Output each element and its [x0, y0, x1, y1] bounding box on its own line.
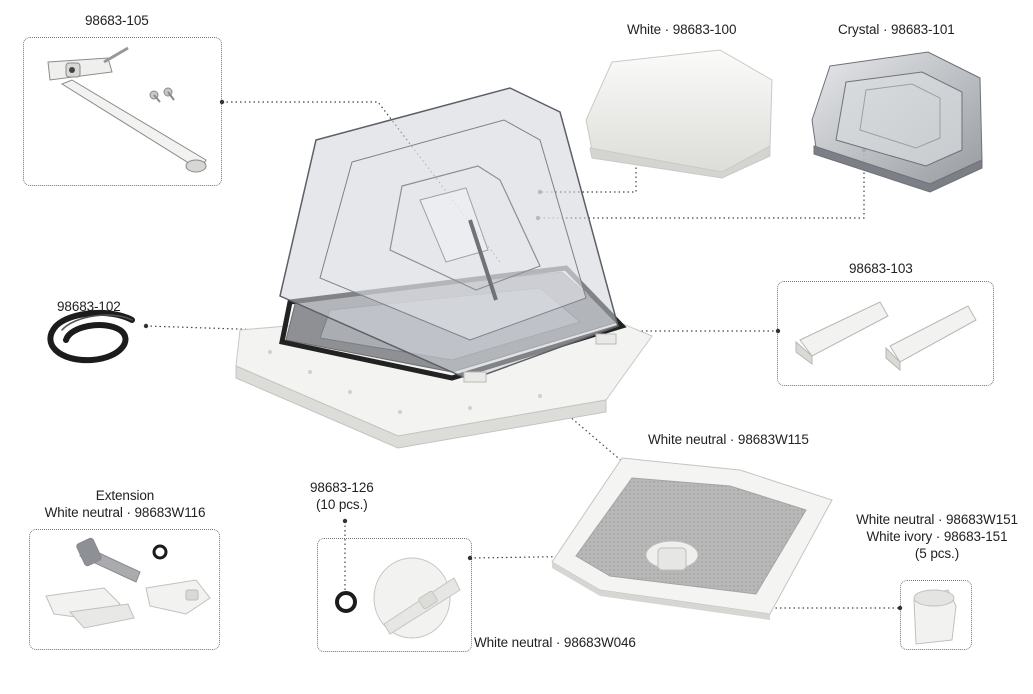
arm-part: [47, 46, 207, 173]
cap-label-line2: White ivory · 98683-151: [866, 529, 1008, 544]
washer-part: [335, 591, 357, 613]
arm-box: [23, 37, 222, 186]
frame-label: White neutral · 98683W115: [648, 432, 809, 447]
extension-label-line1: Extension: [95, 488, 155, 503]
gasket-part: [47, 309, 135, 364]
cap-label-line1: White neutral · 98683W151: [856, 512, 1018, 527]
clips-part: [795, 301, 977, 372]
clips-label: 98683-103: [849, 261, 913, 276]
leader-frame: [547, 397, 625, 464]
cap-part: [913, 589, 957, 645]
cap-box: [900, 580, 972, 650]
white-cover-label: White · 98683-100: [627, 22, 737, 37]
crystal-cover: [811, 51, 983, 193]
flynet-frame: [551, 457, 833, 620]
washer-label-line2: (10 pcs.): [316, 497, 368, 512]
cap-label: White neutral · 98683W151 White ivory · …: [852, 511, 1022, 562]
extension-label-line2: White neutral · 98683W116: [44, 505, 206, 520]
extension-box: [29, 529, 220, 650]
extension-part: [45, 537, 211, 629]
white-cover: [585, 49, 773, 179]
washer-label: 98683-126 (10 pcs.): [310, 479, 374, 513]
main-vent-assembly: [235, 87, 653, 449]
crystal-cover-label: Crystal · 98683-101: [838, 22, 955, 37]
arm-part-label: 98683-105: [85, 13, 149, 28]
knob-box: [317, 538, 472, 652]
leader-crystal-cover: [538, 150, 865, 219]
knob-label: White neutral · 98683W046: [474, 635, 636, 650]
washer-label-line1: 98683-126: [310, 480, 374, 495]
cap-label-line3: (5 pcs.): [914, 546, 960, 561]
leader-white-cover: [540, 163, 637, 193]
clips-box: [777, 281, 994, 386]
extension-label: Extension White neutral · 98683W116: [40, 487, 210, 521]
knob-part: [373, 557, 461, 639]
